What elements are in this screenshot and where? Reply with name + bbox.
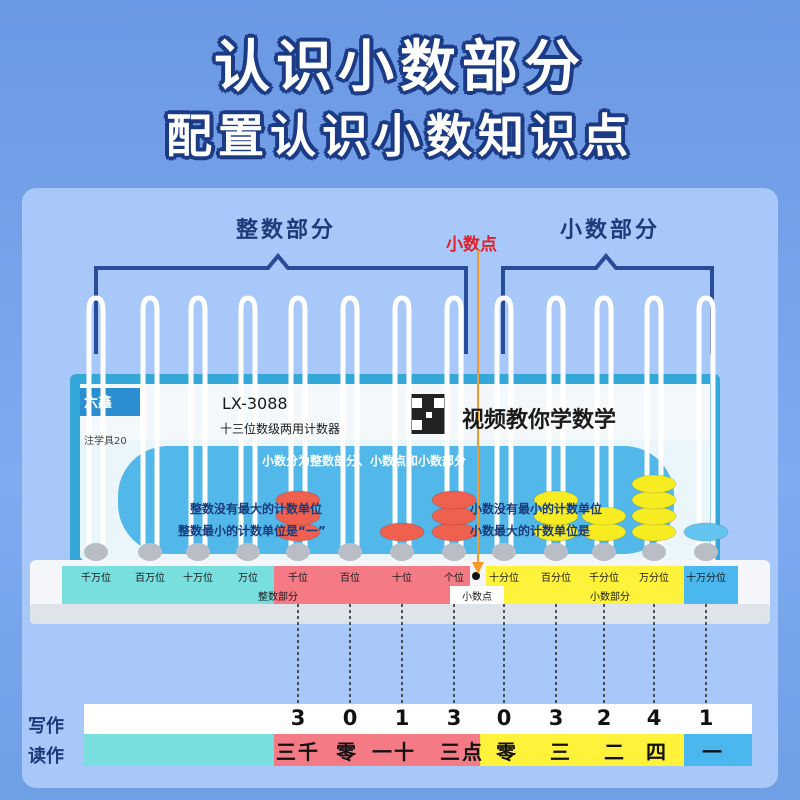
video-text: 视频教你学数学 — [462, 408, 617, 433]
rod-base — [186, 543, 210, 561]
place-label: 万位 — [238, 573, 258, 584]
decimal-section-label: 小数部分 — [590, 592, 630, 603]
read-row-blue — [684, 734, 752, 766]
abacus-rod — [696, 295, 716, 560]
reading-word: 零 — [496, 740, 518, 764]
reading-word: 一 — [702, 740, 724, 764]
written-digit: 1 — [698, 706, 714, 730]
written-digit: 0 — [496, 706, 512, 730]
section-blue-top — [684, 566, 738, 586]
place-label: 十位 — [392, 573, 412, 584]
board-desc: 十三位数级两用计数器 — [220, 422, 341, 436]
brand-sub: 注学具20 — [84, 436, 127, 447]
reading-word: 三千 — [276, 740, 320, 764]
abacus-rod — [238, 295, 258, 560]
place-label: 万分位 — [639, 573, 669, 584]
written-digit: 2 — [596, 706, 612, 730]
abacus-rod — [340, 295, 360, 560]
place-label: 百位 — [340, 573, 360, 584]
rod-base — [338, 543, 362, 561]
write-label: 写作 — [28, 716, 64, 737]
rod-base — [286, 543, 310, 561]
written-digit: 4 — [646, 706, 662, 730]
integer-bracket — [94, 252, 468, 354]
decimal-point-label: 小数点 — [446, 235, 497, 255]
card-right-line-2: 小数最大的计数单位是 — [470, 524, 591, 538]
read-row-decimal — [480, 734, 684, 766]
card-line-2: 整数没有最大的计数单位 — [190, 502, 323, 516]
abacus-bead — [631, 506, 677, 526]
abacus-rod — [392, 295, 412, 560]
point-section-label: 小数点 — [462, 592, 492, 603]
rod-base — [694, 543, 718, 561]
abacus-rod — [140, 295, 160, 560]
abacus-rod — [594, 295, 614, 560]
place-label: 百分位 — [541, 573, 571, 584]
reading-word: 零 — [336, 740, 358, 764]
rod-base — [592, 543, 616, 561]
place-label: 百万位 — [135, 573, 165, 584]
decimal-bracket — [501, 252, 714, 354]
abacus-rod — [546, 295, 566, 560]
abacus-bead — [631, 522, 677, 542]
decimal-part-label: 小数部分 — [560, 218, 661, 243]
abacus-bead — [631, 474, 677, 494]
section-teal-top — [62, 566, 274, 586]
card-right-line-1: 小数没有最小的计数单位 — [470, 502, 603, 516]
reading-word: 一十 — [372, 740, 416, 764]
section-decimal-top — [486, 566, 684, 586]
rod-base — [442, 543, 466, 561]
integer-section-label: 整数部分 — [258, 592, 298, 603]
rod-base — [236, 543, 260, 561]
abacus-bead — [533, 490, 579, 510]
integer-part-label: 整数部分 — [236, 218, 337, 243]
reading-word: 四 — [646, 740, 668, 764]
reading-word: 三 — [550, 740, 572, 764]
rod-base — [84, 543, 108, 561]
card-line-1: 小数分为整数部分、小数点和小数部分 — [262, 454, 467, 468]
place-label: 千位 — [288, 573, 308, 584]
abacus-bead — [683, 522, 729, 542]
place-label: 千万位 — [81, 573, 111, 584]
page-subtitle: 配置认识小数知识点 — [166, 109, 634, 163]
card-line-3: 整数最小的计数单位是“一” — [178, 524, 326, 538]
place-label: 十万分位 — [686, 573, 726, 584]
rod-base — [642, 543, 666, 561]
written-digit: 3 — [548, 706, 564, 730]
rod-base — [390, 543, 414, 561]
board-model: LX-3088 — [222, 394, 288, 413]
abacus-bead — [379, 522, 425, 542]
reading-word: 三点 — [440, 740, 484, 764]
brand-logo: 六鑫 — [84, 395, 112, 411]
place-label: 十万位 — [183, 573, 213, 584]
abacus-rod — [188, 295, 208, 560]
page-title: 认识小数部分 — [214, 35, 586, 100]
place-label: 个位 — [444, 573, 464, 584]
rod-base — [544, 543, 568, 561]
written-digit: 3 — [290, 706, 306, 730]
abacus-bead — [581, 506, 627, 526]
abacus-rod — [86, 295, 106, 560]
reading-word: 二 — [604, 740, 626, 764]
abacus-rod — [644, 295, 664, 560]
rod-base — [492, 543, 516, 561]
written-digit: 0 — [342, 706, 358, 730]
abacus-bead — [631, 490, 677, 510]
rod-base — [138, 543, 162, 561]
written-digit: 1 — [394, 706, 410, 730]
write-row — [84, 704, 752, 734]
section-integer-top — [274, 566, 470, 586]
read-row-integer — [274, 734, 480, 766]
abacus-bead — [275, 490, 321, 510]
read-row-teal — [84, 734, 274, 766]
abacus-rod — [288, 295, 308, 560]
abacus-rod — [494, 295, 514, 560]
abacus-rod — [444, 295, 464, 560]
read-label: 读作 — [28, 746, 64, 767]
abacus-bead — [431, 490, 477, 510]
place-label: 千分位 — [589, 573, 619, 584]
place-label: 十分位 — [489, 573, 519, 584]
written-digit: 3 — [446, 706, 462, 730]
